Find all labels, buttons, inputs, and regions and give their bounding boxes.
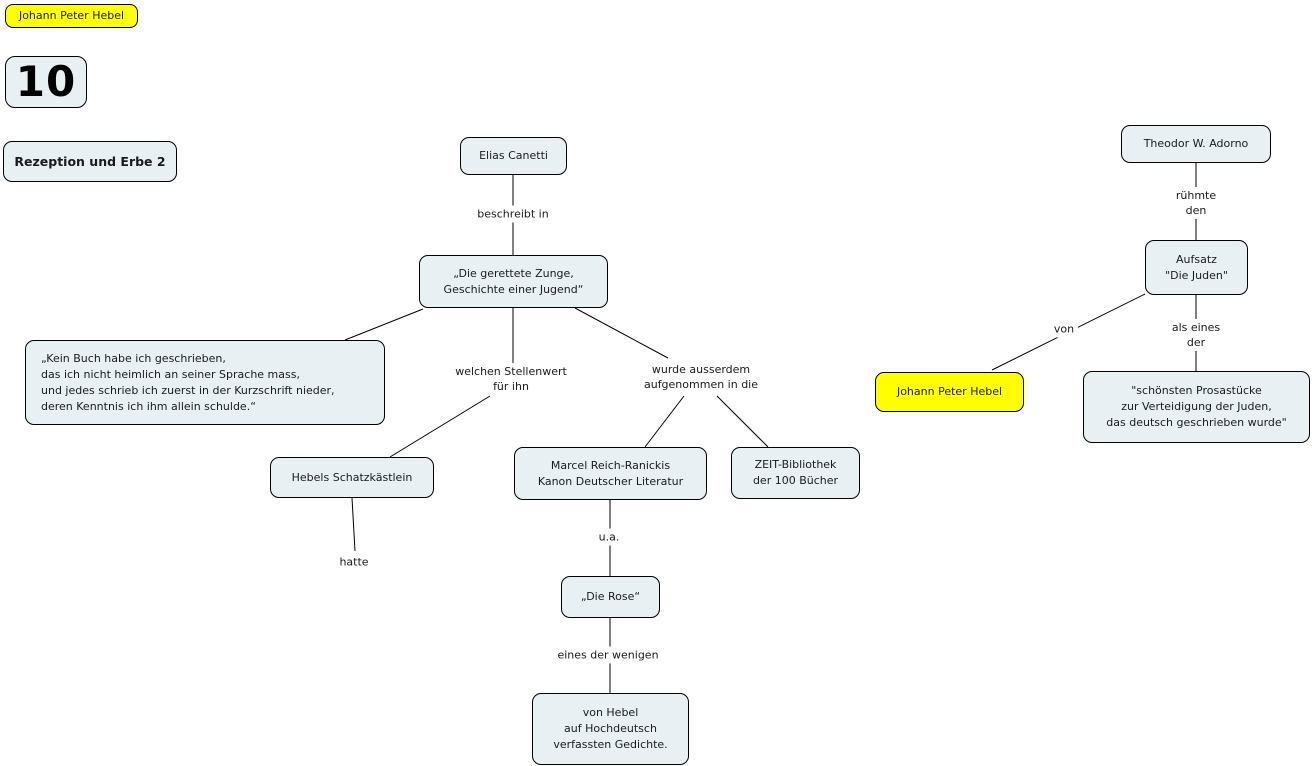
edge-label-von[interactable]: von (1049, 320, 1079, 338)
section-title-node[interactable]: Rezeption und Erbe 2 (3, 141, 177, 182)
connector-stellenwert-schatzkaestlein (389, 395, 491, 458)
topic-node-johann-peter-hebel[interactable]: Johann Peter Hebel (5, 4, 138, 28)
connector-zunge-zitat (344, 308, 424, 341)
node-aufsatz-die-juden[interactable]: Aufsatz "Die Juden" (1145, 240, 1248, 295)
edge-label-beschreibt-in[interactable]: beschreibt in (473, 205, 553, 223)
page-number-node[interactable]: 10 (5, 56, 87, 108)
connector-schatzkaestlein-hatte (351, 497, 356, 552)
node-zeit-bibliothek[interactable]: ZEIT-Bibliothek der 100 Bücher (731, 447, 860, 499)
edge-label-hatte[interactable]: hatte (335, 553, 373, 571)
node-kanon-deutscher-literatur[interactable]: Marcel Reich-Ranickis Kanon Deutscher Li… (514, 447, 707, 500)
connector-aufgenommen-zeit (716, 395, 769, 448)
edge-label-als-eines-der[interactable]: als eines der (1167, 319, 1225, 351)
node-theodor-adorno[interactable]: Theodor W. Adorno (1121, 125, 1271, 163)
edge-label-wurde-aufgenommen[interactable]: wurde ausserdem aufgenommen in die (639, 361, 763, 393)
edge-label-eines-der-wenigen[interactable]: eines der wenigen (553, 646, 663, 664)
node-die-gerettete-zunge[interactable]: „Die gerettete Zunge, Geschichte einer J… (419, 255, 608, 308)
edge-label-ua[interactable]: u.a. (594, 528, 624, 546)
node-hochdeutsch-gedichte[interactable]: von Hebel auf Hochdeutsch verfassten Ged… (532, 693, 689, 765)
node-kein-buch-zitat[interactable]: „Kein Buch habe ich geschrieben, das ich… (25, 340, 385, 425)
node-johann-peter-hebel[interactable]: Johann Peter Hebel (875, 372, 1024, 412)
connector-zunge-aufgenommen (574, 307, 669, 359)
node-elias-canetti[interactable]: Elias Canetti (460, 137, 567, 175)
node-hebels-schatzkaestlein[interactable]: Hebels Schatzkästlein (270, 457, 434, 498)
node-prosastuecke-zitat[interactable]: "schönsten Prosastücke zur Verteidigung … (1083, 371, 1310, 443)
connector-aufgenommen-kanon (644, 395, 685, 448)
node-die-rose[interactable]: „Die Rose“ (561, 576, 660, 618)
edge-label-welchen-stellenwert[interactable]: welchen Stellenwert für ihn (451, 363, 571, 395)
edge-label-ruehmte-den[interactable]: rühmte den (1171, 187, 1221, 219)
